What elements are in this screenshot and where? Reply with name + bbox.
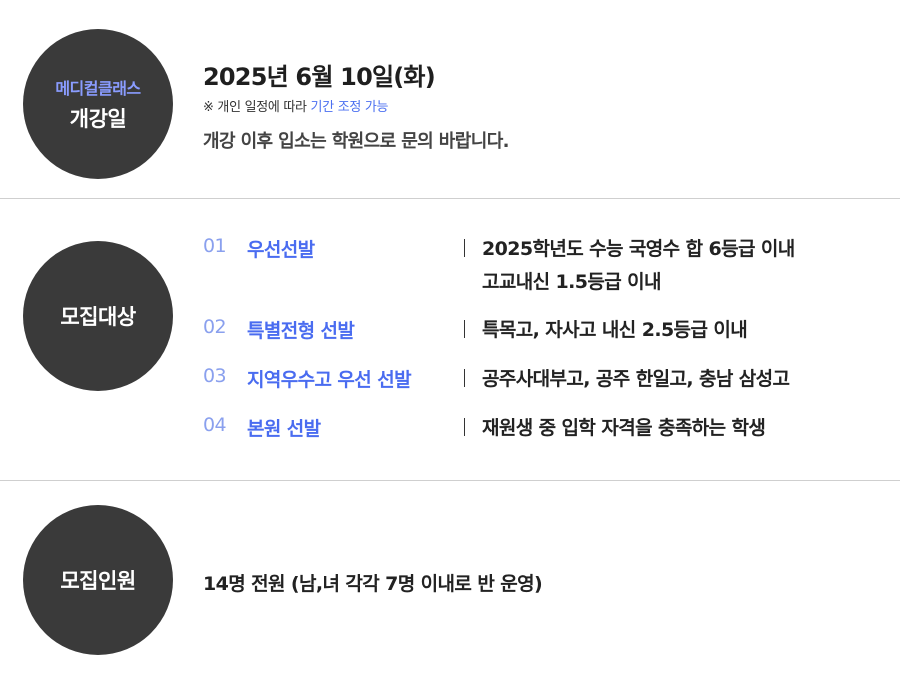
target-badge-main: 모집대상 <box>60 305 136 329</box>
separator-bar <box>464 320 465 338</box>
opening-description: 개강 이후 입소는 학원으로 문의 바랍니다. <box>203 131 509 152</box>
target-item: 03 지역우수고 우선 선발 공주사대부고, 공주 한일고, 충남 삼성고 <box>203 365 883 395</box>
target-item-condition: 공주사대부고, 공주 한일고, 충남 삼성고 <box>482 363 790 396</box>
opening-date: 2025년 6월 10일(화) <box>203 63 436 91</box>
target-item-name: 본원 선발 <box>247 418 321 440</box>
condition-line: 재원생 중 입학 자격을 충족하는 학생 <box>482 417 766 439</box>
target-item-number: 01 <box>203 235 227 257</box>
opening-badge-main: 개강일 <box>69 107 127 131</box>
condition-line: 2025학년도 수능 국영수 합 6등급 이내 <box>482 238 795 260</box>
recruitment-text: 14명 전원 (남,녀 각각 7명 이내로 반 운영) <box>203 573 543 595</box>
target-item-condition: 특목고, 자사고 내신 2.5등급 이내 <box>482 314 748 347</box>
opening-note-prefix: ※ 개인 일정에 따라 <box>203 100 311 115</box>
opening-badge: 메디컬클래스 개강일 <box>23 29 173 179</box>
opening-badge-sub: 메디컬클래스 <box>55 79 141 98</box>
condition-line: 공주사대부고, 공주 한일고, 충남 삼성고 <box>482 368 790 390</box>
separator-bar <box>464 239 465 257</box>
target-item-name: 우선선발 <box>247 239 315 261</box>
section-divider <box>0 198 900 199</box>
recruitment-badge-main: 모집인원 <box>60 569 136 593</box>
recruitment-badge: 모집인원 <box>23 505 173 655</box>
target-item-condition: 2025학년도 수능 국영수 합 6등급 이내 고교내신 1.5등급 이내 <box>482 233 795 299</box>
target-item-name: 특별전형 선발 <box>247 320 355 342</box>
opening-note: ※ 개인 일정에 따라 기간 조정 가능 <box>203 96 388 115</box>
target-item-number: 02 <box>203 316 227 338</box>
opening-note-highlight: 기간 조정 가능 <box>310 100 389 115</box>
target-item: 02 특별전형 선발 특목고, 자사고 내신 2.5등급 이내 <box>203 316 883 346</box>
target-item: 04 본원 선발 재원생 중 입학 자격을 충족하는 학생 <box>203 414 883 444</box>
target-item-number: 03 <box>203 365 227 387</box>
section-divider <box>0 480 900 481</box>
target-badge: 모집대상 <box>23 241 173 391</box>
target-item-condition: 재원생 중 입학 자격을 충족하는 학생 <box>482 412 766 445</box>
target-item-name: 지역우수고 우선 선발 <box>247 369 412 391</box>
condition-line: 특목고, 자사고 내신 2.5등급 이내 <box>482 319 748 341</box>
target-item: 01 우선선발 2025학년도 수능 국영수 합 6등급 이내 고교내신 1.5… <box>203 235 883 293</box>
condition-line: 고교내신 1.5등급 이내 <box>482 271 662 293</box>
separator-bar <box>464 369 465 387</box>
target-item-number: 04 <box>203 414 227 436</box>
separator-bar <box>464 418 465 436</box>
